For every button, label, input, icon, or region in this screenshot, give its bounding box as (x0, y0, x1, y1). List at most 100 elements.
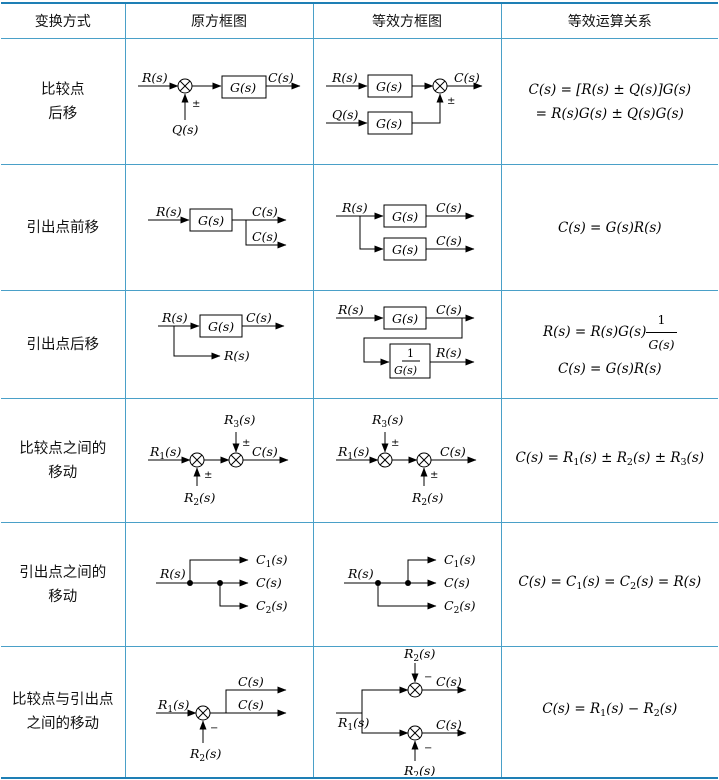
svg-text:G(s): G(s) (376, 116, 402, 131)
equivalent-diagram-cell: R(s) G(s) C(s) ± Q(s) G(s) (312, 38, 501, 165)
original-diagram-cell: R(s) G(s) C(s) C(s) (124, 164, 313, 291)
equivalent-diagram-cell: R(s) C1(s) C(s) C2(s) (312, 522, 501, 647)
original-diagram-6: R1(s) C(s) C(s) − R2(s) (155, 674, 286, 764)
svg-text:G(s): G(s) (230, 80, 256, 95)
method-name: 比较点与引出点之间的移动 (12, 691, 114, 732)
relation-text: C(s) = [R(s) ± Q(s)]G(s)= R(s)G(s) ± Q(s… (528, 81, 691, 122)
original-diagram-2: R(s) G(s) C(s) C(s) (147, 204, 286, 248)
table-row: 比较点与引出点之间的移动 R1(s) C(s) C(s) − R2(s) (1, 646, 718, 779)
svg-text:C(s): C(s) (252, 229, 278, 244)
original-diagram-1: R(s) G(s) C(s) ± Q(s) (137, 70, 300, 137)
original-diagram-cell: R(s) G(s) C(s) R(s) (124, 290, 313, 399)
svg-text:R3(s): R3(s) (223, 412, 255, 430)
svg-text:C1(s): C1(s) (256, 552, 288, 570)
svg-text:C(s): C(s) (252, 444, 278, 459)
method-cell: 比较点后移 (1, 38, 125, 165)
svg-text:R3(s): R3(s) (371, 412, 403, 430)
svg-text:R1(s): R1(s) (149, 444, 181, 462)
table-row: 引出点前移 R(s) G(s) C(s) C(s) (1, 164, 718, 291)
svg-text:C(s): C(s) (440, 444, 466, 459)
svg-text:±: ± (204, 470, 212, 481)
relation-text: C(s) = R1(s) − R2(s) (542, 701, 678, 720)
svg-text:C(s): C(s) (436, 674, 462, 689)
svg-text:R1(s): R1(s) (157, 697, 189, 715)
svg-text:−: − (210, 723, 218, 734)
original-diagram-3: R(s) G(s) C(s) R(s) (157, 310, 284, 363)
svg-text:R(s): R(s) (223, 348, 250, 363)
svg-text:C(s): C(s) (436, 302, 462, 317)
svg-text:C(s): C(s) (436, 233, 462, 248)
svg-text:±: ± (391, 438, 399, 449)
svg-text:R(s): R(s) (347, 566, 374, 581)
method-name: 引出点后移 (26, 336, 100, 353)
svg-text:C(s): C(s) (454, 70, 480, 85)
equivalent-diagram-cell: R(s) G(s) C(s) G(s) C(s) (312, 164, 501, 291)
svg-text:R1(s): R1(s) (337, 444, 369, 462)
equivalent-diagram-cell: R2(s) R1(s) − C(s) C(s) − R2(s) (312, 646, 501, 779)
relation-cell: C(s) = [R(s) ± Q(s)]G(s)= R(s)G(s) ± Q(s… (500, 38, 718, 165)
relation-cell: C(s) = R1(s) ± R2(s) ± R3(s) (500, 398, 718, 523)
equivalent-diagram-2: R(s) G(s) C(s) G(s) C(s) (335, 200, 474, 260)
method-name: 引出点前移 (26, 219, 100, 236)
method-name: 引出点之间的移动 (19, 564, 107, 605)
method-cell: 引出点后移 (1, 290, 125, 399)
original-diagram-cell: R(s) G(s) C(s) ± Q(s) (124, 38, 313, 165)
svg-text:C(s): C(s) (252, 204, 278, 219)
svg-text:R2(s): R2(s) (403, 763, 435, 776)
svg-text:±: ± (430, 470, 438, 481)
svg-text:C(s): C(s) (238, 674, 264, 689)
svg-text:C(s): C(s) (268, 70, 294, 85)
equivalent-diagram-6: R2(s) R1(s) − C(s) C(s) − R2(s) (335, 647, 466, 776)
table-row: 引出点之间的移动 R(s) C1(s) C(s) C2(s) (1, 522, 718, 647)
relation-cell: C(s) = C1(s) = C2(s) = R(s) (500, 522, 718, 647)
svg-text:C(s): C(s) (238, 697, 264, 712)
svg-text:C2(s): C2(s) (444, 598, 476, 616)
svg-text:Q(s): Q(s) (332, 107, 359, 122)
equivalent-diagram-cell: R(s) G(s) C(s) 1 G(s) R(s) (312, 290, 501, 399)
svg-text:R(s): R(s) (161, 310, 188, 325)
relation-cell: C(s) = G(s)R(s) (500, 164, 718, 291)
equivalent-diagram-4: R1(s) R3(s) R2(s) C(s) ± ± (335, 412, 476, 508)
method-name: 比较点之间的移动 (19, 440, 107, 481)
svg-text:R(s): R(s) (155, 204, 182, 219)
svg-text:R(s): R(s) (337, 302, 364, 317)
method-cell: 比较点与引出点之间的移动 (1, 646, 125, 779)
svg-text:C(s): C(s) (246, 310, 272, 325)
svg-text:R1(s): R1(s) (337, 715, 369, 733)
table-row: 比较点之间的移动 R1(s) R3(s) R2(s) C( (1, 398, 718, 523)
svg-text:1: 1 (407, 347, 414, 360)
method-cell: 引出点之间的移动 (1, 522, 125, 647)
original-diagram-cell: R(s) C1(s) C(s) C2(s) (124, 522, 313, 647)
svg-text:R2(s): R2(s) (183, 490, 215, 508)
svg-text:G(s): G(s) (392, 242, 418, 257)
header-equivalent: 等效方框图 (312, 2, 501, 39)
svg-text:C(s): C(s) (256, 575, 282, 590)
header-original: 原方框图 (124, 2, 313, 39)
relation-text: C(s) = C1(s) = C2(s) = R(s) (518, 574, 702, 592)
svg-text:±: ± (242, 438, 250, 449)
svg-text:±: ± (447, 96, 455, 107)
svg-text:R(s): R(s) (435, 345, 462, 360)
original-diagram-cell: R1(s) R3(s) R2(s) C(s) ± ± (124, 398, 313, 523)
original-diagram-cell: R1(s) C(s) C(s) − R2(s) (124, 646, 313, 779)
svg-text:C(s): C(s) (444, 575, 470, 590)
method-cell: 比较点之间的移动 (1, 398, 125, 523)
svg-text:C2(s): C2(s) (256, 598, 288, 616)
equivalent-diagram-3: R(s) G(s) C(s) 1 G(s) R(s) (335, 302, 474, 378)
svg-text:Q(s): Q(s) (172, 122, 199, 137)
equivalent-diagram-cell: R1(s) R3(s) R2(s) C(s) ± ± (312, 398, 501, 523)
relation-cell: C(s) = R1(s) − R2(s) (500, 646, 718, 779)
method-cell: 引出点前移 (1, 164, 125, 291)
svg-text:R2(s): R2(s) (403, 647, 435, 664)
svg-text:R2(s): R2(s) (411, 490, 443, 508)
table-row: 比较点后移 R(s) G(s) C(s) ± Q(s) (1, 38, 718, 165)
svg-text:G(s): G(s) (394, 364, 417, 377)
svg-text:R(s): R(s) (141, 70, 168, 85)
svg-text:R2(s): R2(s) (189, 746, 221, 764)
svg-text:G(s): G(s) (376, 79, 402, 94)
svg-text:C(s): C(s) (436, 200, 462, 215)
svg-text:−: − (424, 672, 432, 683)
relation-text: C(s) = G(s)R(s) (557, 219, 662, 236)
